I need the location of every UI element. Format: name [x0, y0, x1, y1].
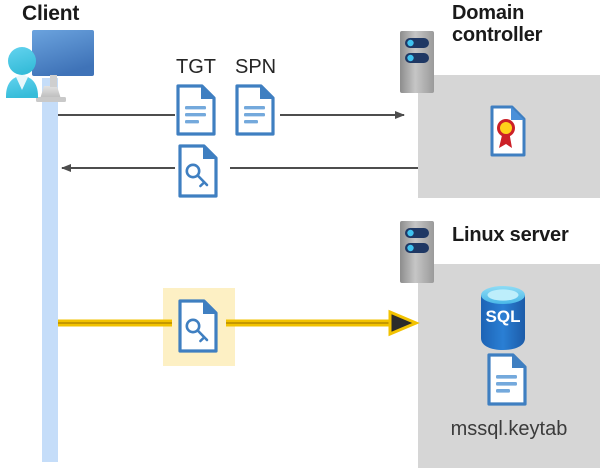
document-icon-tgt: [176, 84, 216, 136]
certificate-document-icon: [490, 105, 526, 157]
tgt-label: TGT: [176, 56, 216, 78]
client-lifeline: [42, 78, 58, 462]
keytab-filename-label: mssql.keytab: [450, 418, 568, 440]
spn-label: SPN: [235, 56, 277, 78]
flow-present-service-ticket: [58, 309, 420, 337]
server-rack-icon-domain-controller: [400, 31, 434, 93]
server-rack-icon-linux-server: [400, 221, 434, 283]
document-icon-keytab: [487, 353, 527, 406]
client-title: Client: [22, 2, 80, 25]
client-workstation-icon: [6, 30, 94, 102]
sql-database-icon: SQL: [481, 286, 525, 350]
key-document-icon-presented-ticket: [178, 299, 218, 353]
svg-text:SQL: SQL: [486, 307, 521, 326]
domain-controller-title: Domain controller: [452, 2, 543, 47]
linux-server-title: Linux server: [452, 224, 569, 246]
document-icon-spn: [235, 84, 275, 136]
key-document-icon-service-ticket: [178, 144, 218, 198]
